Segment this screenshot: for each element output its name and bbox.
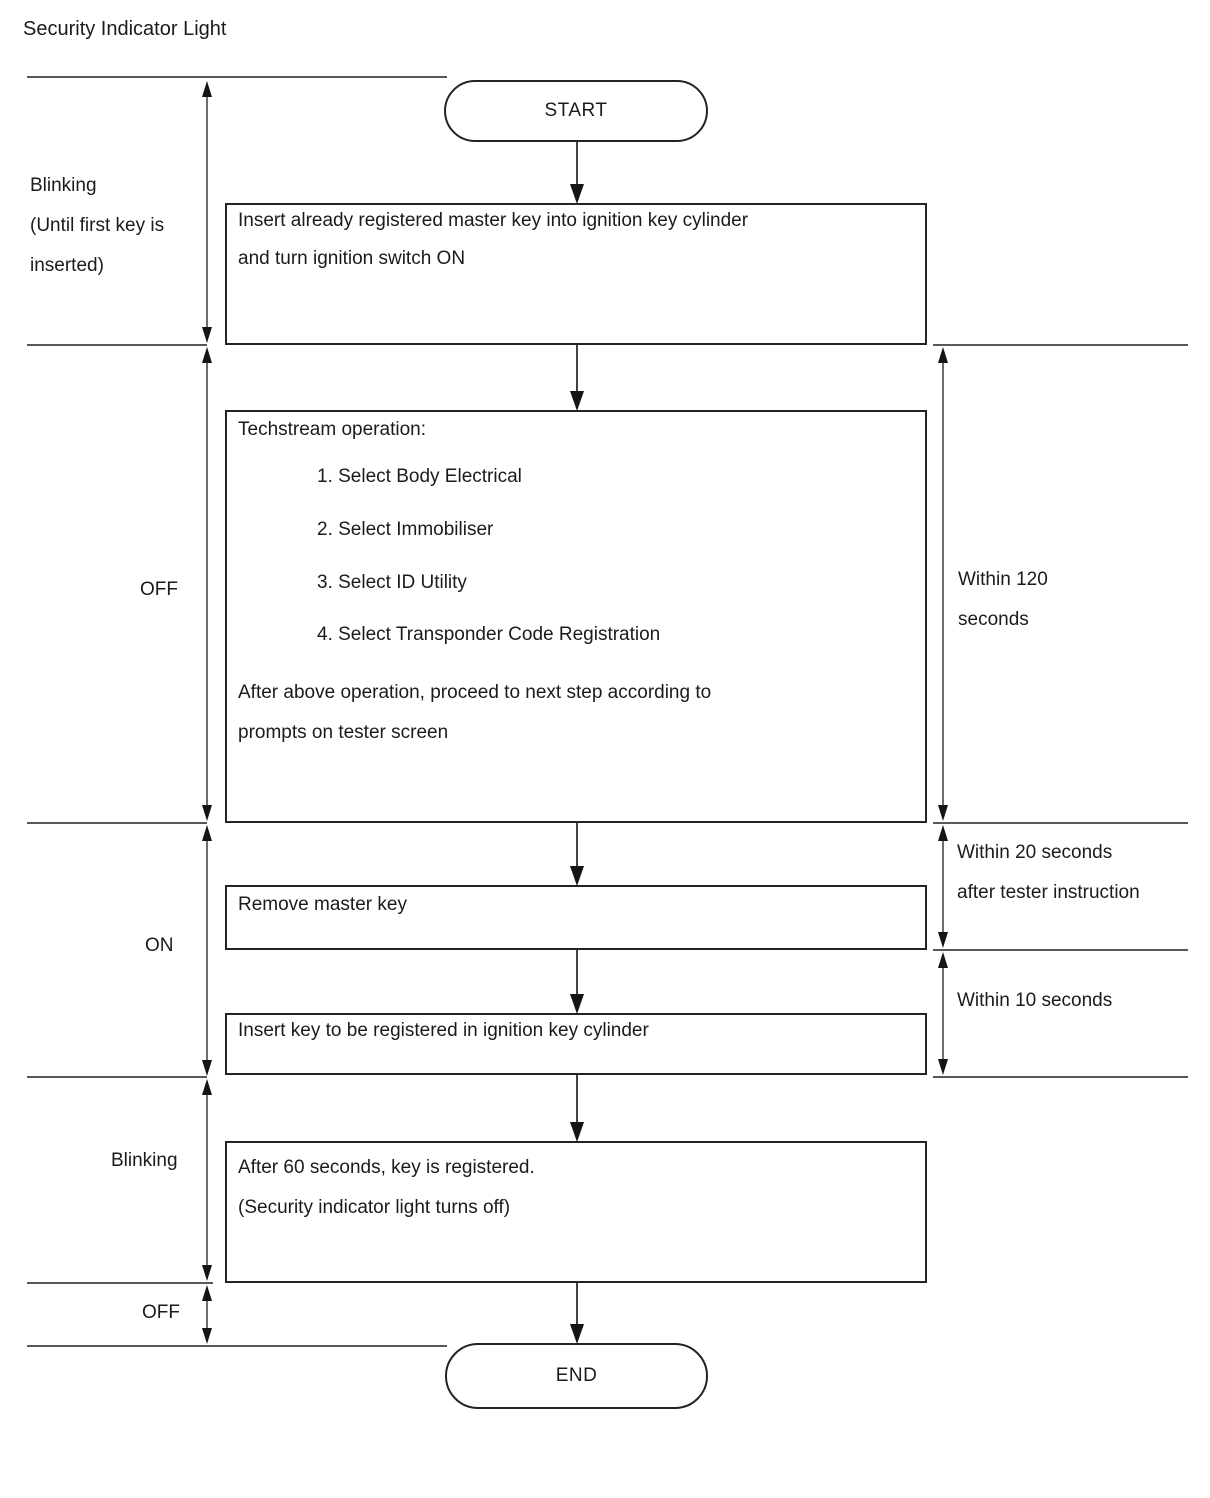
timing-label-within-10s: Within 10 seconds <box>957 990 1113 1011</box>
dim-arrow-within-10s <box>937 952 949 1075</box>
state-label-blinking-2: Blinking <box>111 1150 178 1171</box>
dim-line <box>206 1288 208 1341</box>
arrow-up-icon <box>201 825 212 841</box>
row-divider-3-right <box>933 822 1188 824</box>
techstream-item-1: 1. Select Body Electrical <box>317 466 522 487</box>
process-box-key-registered: After 60 seconds, key is registered. (Se… <box>225 1141 927 1283</box>
process-text: After 60 seconds, key is registered. <box>238 1157 535 1178</box>
end-node: END <box>445 1343 708 1409</box>
arrow-up-icon <box>201 1285 212 1301</box>
arrow-down-icon <box>201 805 212 821</box>
row-divider-top <box>27 76 447 78</box>
dim-arrow-off-2 <box>201 1285 213 1344</box>
state-label-on: ON <box>145 935 174 956</box>
dim-line <box>206 84 208 340</box>
arrow-up-icon <box>201 1079 212 1095</box>
flow-line <box>576 950 578 1011</box>
timing-label-within-120s-line1: Within 120 <box>958 569 1048 590</box>
arrow-down-icon <box>201 1328 212 1344</box>
flow-line <box>576 1075 578 1139</box>
arrowhead-down-icon <box>570 184 584 204</box>
row-divider-2-left <box>27 344 207 346</box>
arrow-down-icon <box>937 1059 948 1075</box>
state-label-blinking-1: Blinking <box>30 175 97 196</box>
end-node-label: END <box>555 1365 598 1386</box>
techstream-item-4: 4. Select Transponder Code Registration <box>317 624 661 645</box>
dim-line <box>942 955 944 1072</box>
diagram-title: Security Indicator Light <box>23 18 227 40</box>
arrowhead-down-icon <box>570 994 584 1014</box>
dim-arrow-blinking-2 <box>201 1079 213 1281</box>
state-label-blinking-1-note-b: inserted) <box>30 255 104 276</box>
timing-label-within-20s-line2: after tester instruction <box>957 882 1140 903</box>
dim-line <box>206 828 208 1073</box>
arrowhead-down-icon <box>570 1324 584 1344</box>
flow-line <box>576 345 578 408</box>
arrow-up-icon <box>201 347 212 363</box>
arrow-down-icon <box>937 805 948 821</box>
arrowhead-down-icon <box>570 1122 584 1142</box>
state-label-off-1: OFF <box>140 579 178 600</box>
flow-line <box>576 1283 578 1341</box>
dim-line <box>942 350 944 818</box>
flow-arrow-remove-key-to-insert-key <box>569 950 585 1014</box>
arrow-up-icon <box>201 81 212 97</box>
arrow-up-icon <box>937 952 948 968</box>
dim-arrow-off-1 <box>201 347 213 821</box>
arrow-down-icon <box>201 1265 212 1281</box>
process-text: Insert already registered master key int… <box>238 210 749 231</box>
process-text: Remove master key <box>238 894 407 915</box>
arrowhead-down-icon <box>570 391 584 411</box>
process-box-insert-master-key: Insert already registered master key int… <box>225 203 927 345</box>
flow-arrow-step1-to-techstream <box>569 345 585 411</box>
row-divider-5-right <box>933 1076 1188 1078</box>
flow-arrow-start-to-step1 <box>569 142 585 204</box>
techstream-heading: Techstream operation: <box>238 419 426 440</box>
dim-line <box>942 828 944 945</box>
row-divider-bottom <box>27 1345 447 1347</box>
dim-arrow-within-120s <box>937 347 949 821</box>
timing-label-within-20s-line1: Within 20 seconds <box>957 842 1113 863</box>
dim-line <box>206 350 208 818</box>
row-divider-5-left <box>27 1076 207 1078</box>
row-divider-2-right <box>933 344 1188 346</box>
flow-line <box>576 142 578 201</box>
techstream-footer-line2: prompts on tester screen <box>238 722 449 743</box>
dim-arrow-within-20s <box>937 825 949 948</box>
row-divider-3-left <box>27 822 207 824</box>
flow-arrow-techstream-to-remove-key <box>569 823 585 886</box>
arrow-up-icon <box>937 347 948 363</box>
dim-arrow-blinking-until-first-key <box>201 81 213 343</box>
process-box-techstream-operation: Techstream operation: 1. Select Body Ele… <box>225 410 927 823</box>
dim-arrow-on <box>201 825 213 1076</box>
techstream-footer-line1: After above operation, proceed to next s… <box>238 682 712 703</box>
start-node: START <box>444 80 708 142</box>
state-label-blinking-1-note-a: (Until first key is <box>30 215 165 236</box>
process-box-remove-master-key: Remove master key <box>225 885 927 950</box>
techstream-item-2: 2. Select Immobiliser <box>317 519 494 540</box>
arrow-up-icon <box>937 825 948 841</box>
state-label-off-2: OFF <box>142 1302 180 1323</box>
process-box-insert-new-key: Insert key to be registered in ignition … <box>225 1013 927 1075</box>
row-divider-6-left <box>27 1282 213 1284</box>
process-text: Insert key to be registered in ignition … <box>238 1020 649 1041</box>
start-node-label: START <box>544 100 608 121</box>
arrowhead-down-icon <box>570 866 584 886</box>
process-text: and turn ignition switch ON <box>238 248 466 269</box>
dim-line <box>206 1082 208 1278</box>
flow-arrow-registered-to-end <box>569 1283 585 1344</box>
flow-line <box>576 823 578 883</box>
techstream-item-3: 3. Select ID Utility <box>317 572 467 593</box>
row-divider-4-right <box>933 949 1188 951</box>
timing-label-within-120s-line2: seconds <box>958 609 1029 630</box>
arrow-down-icon <box>937 932 948 948</box>
arrow-down-icon <box>201 327 212 343</box>
flow-arrow-insert-key-to-registered <box>569 1075 585 1142</box>
process-text: (Security indicator light turns off) <box>238 1197 511 1218</box>
arrow-down-icon <box>201 1060 212 1076</box>
